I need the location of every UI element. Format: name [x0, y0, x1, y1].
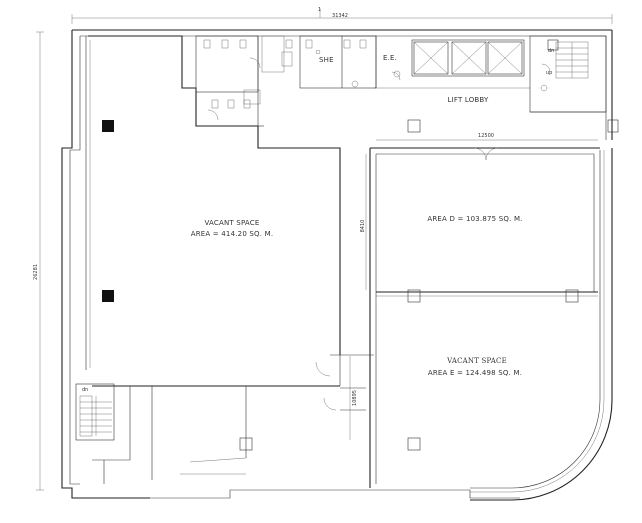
- ee-label: E.E.: [383, 54, 397, 62]
- area-e-label: AREA E = 124.498 SQ. M.: [428, 369, 522, 377]
- lift-shafts: [413, 41, 523, 75]
- column: [607, 119, 619, 133]
- column: [407, 289, 421, 303]
- northeast-stair: dn up: [546, 41, 589, 79]
- lift-lobby-label: LIFT LOBBY: [447, 96, 489, 104]
- toilet-fixtures: [203, 35, 548, 109]
- column: [407, 437, 421, 451]
- overall-width-label: 31342: [332, 13, 348, 19]
- area-d-label: AREA D = 103.875 SQ. M.: [427, 215, 522, 223]
- interior-walls: [88, 35, 607, 488]
- vacant-space-left-area: AREA = 414.20 SQ. M.: [191, 230, 274, 238]
- column: [547, 39, 559, 51]
- area-d-depth-dimension: 8410: [360, 154, 367, 290]
- vacant-space-left-title: VACANT SPACE: [204, 219, 259, 227]
- column: [565, 289, 579, 303]
- outer-walls: [61, 29, 613, 501]
- she-label: SHE: [319, 56, 334, 64]
- overall-height-label: 26281: [33, 264, 39, 280]
- ne-stair-up-label: up: [546, 70, 552, 76]
- area-e-depth-dimension: 10895: [349, 356, 358, 440]
- columns: [102, 39, 619, 451]
- ne-stair-dn-label: dn: [548, 48, 554, 54]
- column-solid: [102, 290, 114, 302]
- overall-width-dimension: 1 31342: [71, 7, 613, 24]
- area-d-depth-label: 8410: [360, 220, 366, 233]
- overall-height-dimension: 26281: [33, 31, 44, 491]
- column-solid: [102, 120, 114, 132]
- sw-stair-dn-label: dn: [82, 387, 88, 393]
- area-d-width-label: 12500: [478, 133, 494, 139]
- vacant-space-e-title: VACANT SPACE: [446, 357, 507, 365]
- top-mark-label: 1: [318, 7, 321, 13]
- column: [239, 437, 253, 451]
- southwest-stair: dn: [75, 383, 115, 441]
- area-e-depth-label: 10895: [352, 390, 358, 406]
- column: [407, 119, 421, 133]
- area-d-width-dimension: 12500: [376, 133, 598, 141]
- doors: [207, 57, 551, 411]
